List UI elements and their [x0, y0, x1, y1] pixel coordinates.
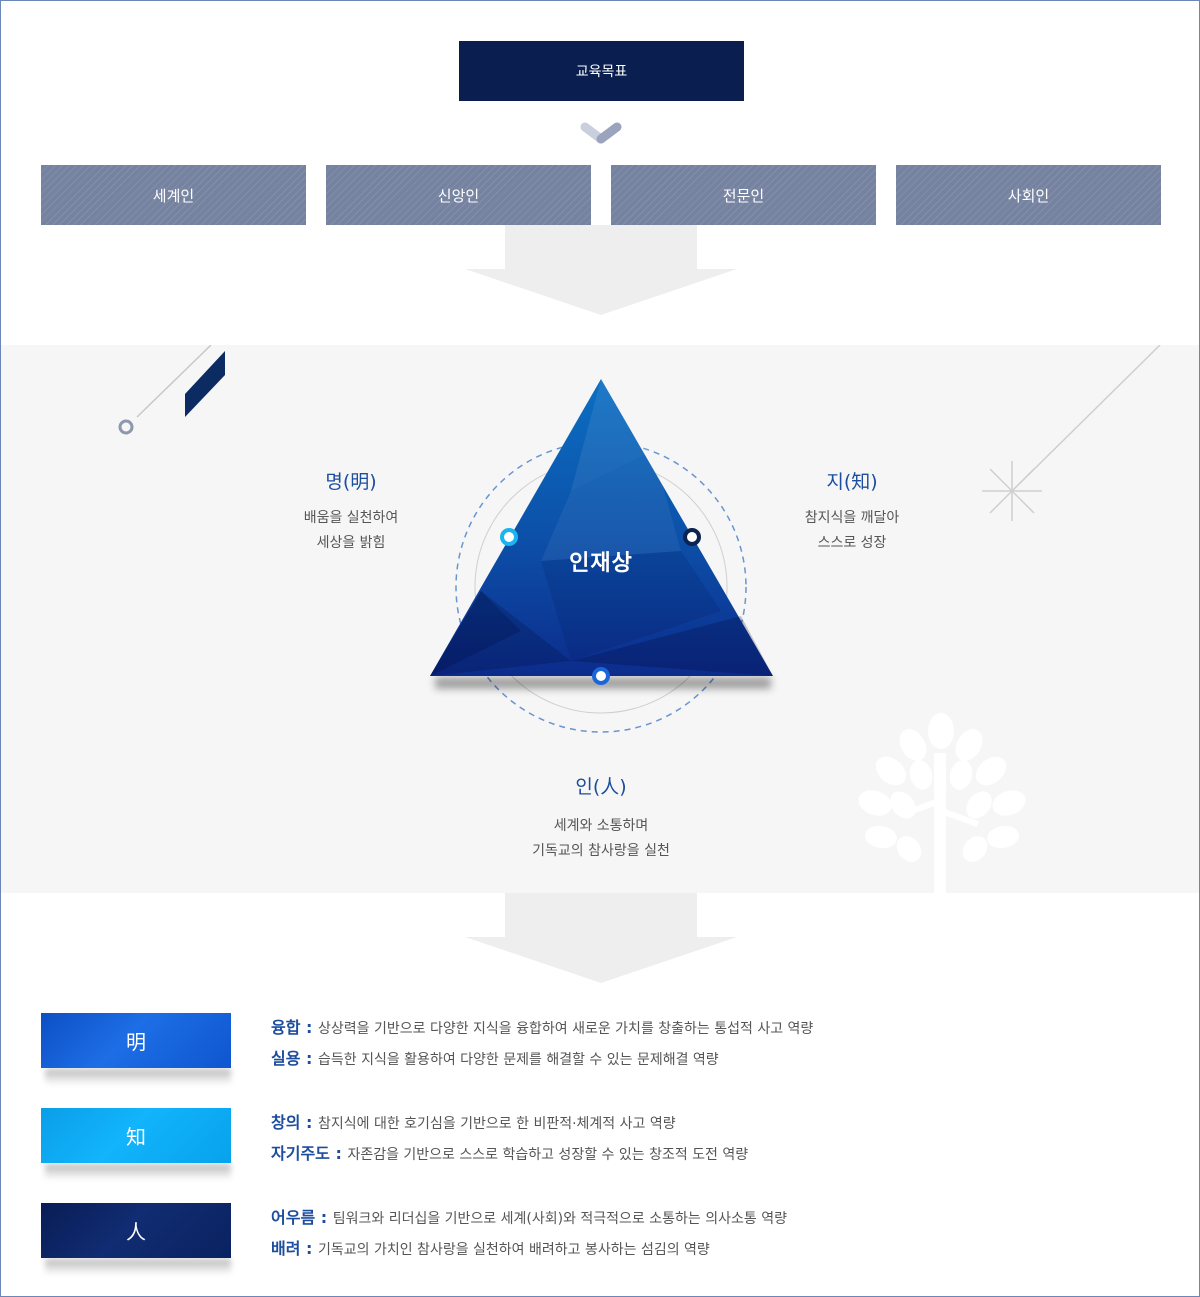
goal-item-label: 전문인 [722, 186, 765, 205]
competency-desc: 참지식에 대한 호기심을 기반으로 한 비판적·체계적 사고 역량 [318, 1116, 676, 1132]
decor-line-icon [118, 345, 225, 435]
competency-box-myeong: 明 [41, 1013, 231, 1068]
goal-title-box: 교육목표 [459, 41, 744, 101]
virtue-desc-line: 참지식을 깨달아 [804, 510, 900, 526]
competency-row-ji: 知 창의 : 참지식에 대한 호기심을 기반으로 한 비판적·체계적 사고 역량… [41, 1108, 1181, 1188]
competency-term: 어우름 [271, 1208, 316, 1227]
competency-box-ji: 知 [41, 1108, 231, 1163]
virtue-desc-myeong: 배움을 실천하여 세상을 밝힘 [231, 506, 471, 556]
competency-line: 배려 : 기독교의 가치인 참사랑을 실천하여 배려하고 봉사하는 섬김의 역량 [271, 1239, 710, 1258]
competency-desc: 자존감을 기반으로 스스로 학습하고 성장할 수 있는 창조적 도전 역량 [347, 1147, 749, 1163]
competency-desc: 기독교의 가치인 참사랑을 실천하여 배려하고 봉사하는 섬김의 역량 [318, 1242, 710, 1258]
competency-line: 자기주도 : 자존감을 기반으로 스스로 학습하고 성장할 수 있는 창조적 도… [271, 1144, 749, 1163]
virtue-title-myeong: 명(明) [325, 471, 377, 493]
competency-box-shadow [45, 1069, 231, 1085]
competency-label: 人 [126, 1220, 146, 1244]
competency-row-in: 人 어우름 : 팀워크와 리더십을 기반으로 세계(사회)와 적극적으로 소통하… [41, 1203, 1181, 1283]
virtue-title-in: 인(人) [575, 776, 627, 798]
goal-item-faith: 신앙인 [326, 165, 591, 225]
virtue-desc-line: 기독교의 참사랑을 실천 [532, 843, 670, 859]
virtue-desc-line: 세계와 소통하며 [553, 818, 649, 834]
goal-item-label: 사회인 [1007, 186, 1050, 205]
competency-desc: 팀워크와 리더십을 기반으로 세계(사회)와 적극적으로 소통하는 의사소통 역… [332, 1211, 787, 1227]
competency-term: 창의 [271, 1113, 301, 1132]
chevron-check-icon [580, 122, 622, 144]
goal-item-label: 신앙인 [437, 186, 480, 205]
competency-box-in: 人 [41, 1203, 231, 1258]
goal-title: 교육목표 [575, 64, 628, 80]
competency-lines: 어우름 : 팀워크와 리더십을 기반으로 세계(사회)와 적극적으로 소통하는 … [271, 1203, 1171, 1265]
competency-box-shadow [45, 1164, 231, 1180]
goal-item-label: 세계인 [152, 186, 195, 205]
goal-item-social: 사회인 [896, 165, 1161, 225]
competency-line: 실용 : 습득한 지식을 활용하여 다양한 문제를 해결할 수 있는 문제해결 … [271, 1049, 719, 1068]
competency-row-myeong: 明 융합 : 상상력을 기반으로 다양한 지식을 융합하여 새로운 가치를 창출… [41, 1013, 1181, 1093]
competency-lines: 창의 : 참지식에 대한 호기심을 기반으로 한 비판적·체계적 사고 역량 자… [271, 1108, 1171, 1170]
competency-line: 융합 : 상상력을 기반으로 다양한 지식을 융합하여 새로운 가치를 창출하는… [271, 1018, 814, 1037]
virtue-desc-ji: 참지식을 깨달아 스스로 성장 [732, 506, 972, 556]
goal-item-expert: 전문인 [611, 165, 876, 225]
competency-term: 배려 [271, 1239, 301, 1258]
virtue-desc-line: 세상을 밝힘 [316, 535, 386, 551]
goal-items: 세계인 신앙인 전문인 사회인 [41, 165, 1161, 225]
competency-label: 明 [126, 1030, 146, 1054]
competency-term: 자기주도 [271, 1144, 330, 1163]
competency-box-shadow [45, 1259, 231, 1275]
virtue-title-ji: 지(知) [826, 471, 878, 493]
virtue-desc-in: 세계와 소통하며 기독교의 참사랑을 실천 [481, 814, 721, 864]
competency-label: 知 [126, 1125, 146, 1149]
competency-line: 창의 : 참지식에 대한 호기심을 기반으로 한 비판적·체계적 사고 역량 [271, 1113, 676, 1132]
goal-item-global: 세계인 [41, 165, 306, 225]
sparkle-line-icon [982, 345, 1161, 521]
down-arrow-icon [465, 893, 737, 983]
talent-center-label: 인재상 [569, 551, 633, 576]
tree-icon [858, 713, 1026, 893]
competency-line: 어우름 : 팀워크와 리더십을 기반으로 세계(사회)와 적극적으로 소통하는 … [271, 1208, 787, 1227]
competency-term: 실용 [271, 1049, 301, 1068]
competency-term: 융합 [271, 1018, 301, 1037]
competency-lines: 융합 : 상상력을 기반으로 다양한 지식을 융합하여 새로운 가치를 창출하는… [271, 1013, 1171, 1075]
down-arrow-icon [465, 225, 737, 315]
competency-desc: 상상력을 기반으로 다양한 지식을 융합하여 새로운 가치를 창출하는 통섭적 … [318, 1021, 814, 1037]
talent-triangle-diagram [430, 379, 773, 733]
virtue-desc-line: 배움을 실천하여 [303, 510, 399, 526]
virtue-desc-line: 스스로 성장 [817, 535, 887, 551]
competency-desc: 습득한 지식을 활용하여 다양한 문제를 해결할 수 있는 문제해결 역량 [318, 1052, 719, 1068]
